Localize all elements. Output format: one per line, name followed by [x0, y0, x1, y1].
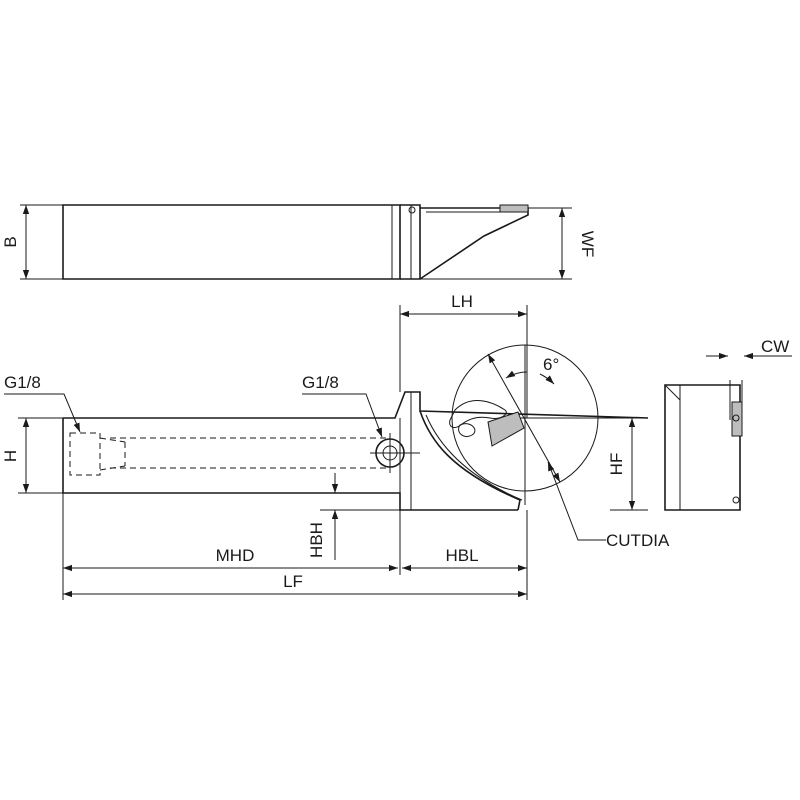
label-cutdia: CUTDIA [606, 531, 670, 550]
label-cw: CW [761, 337, 789, 356]
label-wf: WF [578, 231, 597, 257]
dimension-b: B [1, 204, 63, 280]
dimension-mhd: MHD [62, 493, 401, 600]
dimension-cw: CW [706, 337, 792, 360]
label-g18-right: G1/8 [302, 373, 339, 392]
callout-g18-left: G1/8 [4, 373, 81, 433]
callout-g18-right: G1/8 [302, 373, 383, 438]
dimension-hbl: HBL [402, 510, 528, 600]
label-hbl: HBL [445, 546, 478, 565]
dimension-wf: WF [492, 207, 597, 280]
dimension-hf: HF [607, 418, 648, 511]
label-h: H [1, 450, 20, 462]
label-hf: HF [607, 453, 626, 476]
dimension-hbh: HBH [307, 473, 400, 560]
label-lf: LF [283, 572, 303, 591]
dimension-angle: 6° [505, 355, 559, 385]
label-angle: 6° [543, 355, 559, 374]
label-g18-left: G1/8 [4, 373, 41, 392]
callout-cutdia: CUTDIA [547, 461, 670, 550]
top-view [62, 204, 529, 280]
label-lh: LH [451, 292, 473, 311]
dimension-lf: LF [63, 572, 527, 598]
side-view [62, 344, 649, 511]
label-hbh: HBH [307, 522, 326, 558]
label-b: B [1, 236, 20, 247]
label-mhd: MHD [216, 546, 255, 565]
dimension-lh: LH [399, 292, 528, 418]
end-view [664, 380, 743, 511]
dimension-h: H [1, 417, 63, 494]
